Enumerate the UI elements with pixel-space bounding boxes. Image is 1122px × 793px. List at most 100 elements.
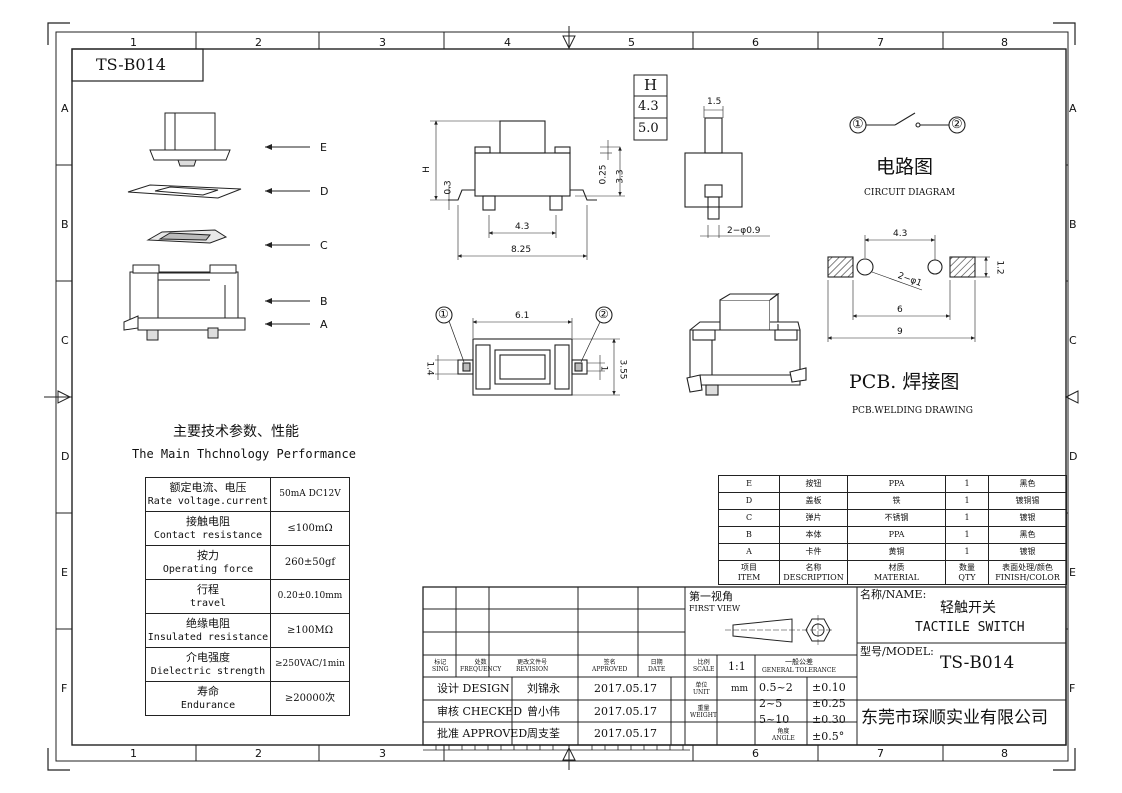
bom-desc: 盖板 xyxy=(779,492,848,510)
pcb-title-cn: PCB. 焊接图 xyxy=(849,371,960,393)
tol-value-1: ±0.10 xyxy=(812,681,846,694)
dim-h: H xyxy=(421,166,432,173)
dim-0-3: 0.3 xyxy=(443,180,454,195)
col-label-5: 5 xyxy=(628,36,635,49)
row-label-b: B xyxy=(61,218,69,231)
perf-cn-label: 介电强度 xyxy=(186,650,230,664)
col-label-2-bottom: 2 xyxy=(255,747,262,760)
table-row: C 弹片 不锈钢 1 镀银 xyxy=(718,509,1067,527)
dim-0-25: 0.25 xyxy=(598,164,609,185)
circuit-pin2-label: ② xyxy=(951,117,963,132)
h-table-header: H xyxy=(644,76,658,94)
bom-header-mat-cn: 材质 xyxy=(888,563,905,573)
part-a-pin xyxy=(123,315,139,331)
bom-desc: 按钮 xyxy=(779,475,848,493)
first-view-symbol xyxy=(725,615,834,645)
col-label-3: 3 xyxy=(379,36,386,49)
approve-date: 2017.05.17 xyxy=(594,727,657,740)
exploded-view xyxy=(123,112,246,341)
model-value: TS-B014 xyxy=(940,653,1015,673)
scale-value: 1:1 xyxy=(728,660,746,673)
perf-cn-label: 行程 xyxy=(197,582,219,596)
first-view-cn: 第一视角 xyxy=(689,590,733,603)
bom-qty: 1 xyxy=(945,492,989,510)
perf-cn-label: 额定电流、电压 xyxy=(169,480,247,494)
pcb-dim-6: 6 xyxy=(897,305,903,315)
bom-material: PPA xyxy=(847,526,946,544)
row-label-a-right: A xyxy=(1069,102,1077,115)
row-label-a: A xyxy=(61,102,69,115)
bom-material: 不锈钢 xyxy=(847,509,946,527)
side-view xyxy=(684,106,770,238)
perf-en-label: Insulated resistance xyxy=(147,631,269,643)
bottom-tick-strip xyxy=(423,745,690,751)
drawing-number: TS-B014 xyxy=(96,55,166,74)
checked-label: 审核 CHECKED xyxy=(437,705,523,718)
tol-range-3: 5~10 xyxy=(759,713,790,726)
circuit-title-en: CIRCUIT DIAGRAM xyxy=(864,188,956,198)
perf-en-label: Rate voltage.current xyxy=(147,495,269,507)
centering-marks xyxy=(44,26,1079,770)
exploded-label-e: E xyxy=(320,141,327,154)
part-e-button xyxy=(164,112,216,151)
bom-header-fin-en: FINISH/COLOR xyxy=(995,572,1060,582)
bom-finish: 黑色 xyxy=(988,475,1067,493)
bom-qty: 1 xyxy=(945,509,989,527)
exploded-label-c: C xyxy=(320,239,328,252)
perf-value: ≥100MΩ xyxy=(270,613,350,648)
h-table-value-2: 5.0 xyxy=(638,121,659,136)
perf-value: ≤100mΩ xyxy=(270,511,350,546)
designer-name: 刘锦永 xyxy=(527,682,560,695)
bom-header-item-en: ITEM xyxy=(737,572,761,582)
table-row: A 卡件 黄铜 1 镀银 xyxy=(718,543,1067,561)
col-label-4: 4 xyxy=(504,36,511,49)
col-label-3-bottom: 3 xyxy=(379,747,386,760)
bom-header-qty-en: QTY xyxy=(958,572,976,582)
perf-cn-label: 绝缘电阻 xyxy=(186,616,230,630)
perf-en-label: Dielectric strength xyxy=(150,665,266,677)
company-name: 东莞市琛顺实业有限公司 xyxy=(861,708,1048,728)
row-label-f: F xyxy=(61,682,68,695)
bom-item: C xyxy=(718,509,780,527)
first-view-en: FIRST VIEW xyxy=(689,604,741,613)
row-label-d-right: D xyxy=(1069,450,1078,463)
pcb-welding-drawing xyxy=(827,235,990,342)
check-date: 2017.05.17 xyxy=(594,705,657,718)
bom-desc: 本体 xyxy=(779,526,848,544)
product-name-cn: 轻触开关 xyxy=(940,600,996,616)
bottom-pin2-label: ② xyxy=(598,307,609,321)
performance-title-en: The Main Thchnology Performance xyxy=(132,447,356,461)
dim-4-3-front: 4.3 xyxy=(515,222,530,232)
product-name-en: TACTILE SWITCH xyxy=(915,620,1025,635)
col-label-8: 8 xyxy=(1001,36,1008,49)
bom-finish: 镀铜锡 xyxy=(988,492,1067,510)
perf-value: 0.20±0.10mm xyxy=(270,579,350,614)
perf-cn-label: 寿命 xyxy=(197,684,219,698)
bom-material: 铁 xyxy=(847,492,946,510)
bom-item: D xyxy=(718,492,780,510)
tol-value-3: ±0.30 xyxy=(812,713,846,726)
angle-value: ±0.5° xyxy=(812,730,845,743)
dim-8-25: 8.25 xyxy=(511,245,532,255)
dim-6-1: 6.1 xyxy=(515,311,530,321)
tol-value-2: ±0.25 xyxy=(812,697,846,710)
bom-table: E 按钮 PPA 1 黑色 D 盖板 铁 1 镀铜锡 C 弹片 不锈钢 1 镀银… xyxy=(718,475,1067,585)
col-label-1: 1 xyxy=(130,36,137,49)
col-label-2: 2 xyxy=(255,36,262,49)
perf-en-label: travel xyxy=(189,597,227,609)
dim-1: 1 xyxy=(598,365,609,372)
part-e-base xyxy=(149,149,231,161)
bom-material: 黄铜 xyxy=(847,543,946,561)
tol-range-1: 0.5~2 xyxy=(759,681,793,694)
h-table-value-1: 4.3 xyxy=(638,99,659,114)
